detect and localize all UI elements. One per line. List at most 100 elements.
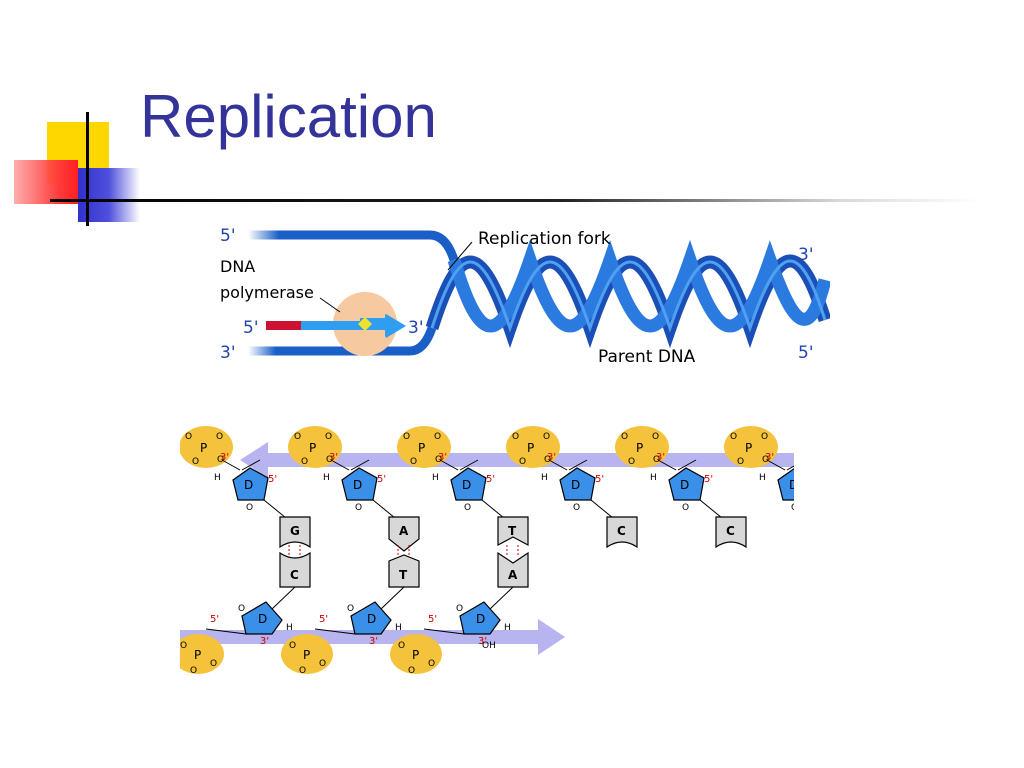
- hydrogen-label: H: [504, 623, 511, 633]
- nucleobase: [388, 516, 420, 552]
- oxygen-label: O: [403, 432, 410, 442]
- oxygen-label: O: [762, 455, 769, 465]
- oxygen-label: O: [428, 659, 435, 669]
- backbone-bond: [314, 628, 356, 635]
- glycosidic-bond: [271, 586, 296, 610]
- backbone-bond: [548, 459, 568, 471]
- oxygen-label: O: [210, 659, 217, 669]
- phosphate-label: P: [194, 648, 201, 662]
- backbone-bond: [677, 459, 697, 471]
- backbone-bond: [766, 459, 786, 471]
- prime-3-label: 3': [478, 636, 487, 647]
- oxygen-label: O: [190, 666, 197, 676]
- phosphate-label: P: [418, 441, 425, 455]
- glycosidic-bond: [590, 499, 614, 519]
- backbone-bond: [205, 628, 247, 635]
- oxygen-label: O: [730, 432, 737, 442]
- base-label: G: [290, 524, 300, 538]
- prime-5-label: 5': [595, 474, 604, 485]
- prime-5-label: 5': [268, 474, 277, 485]
- oxygen-label: O: [180, 641, 187, 651]
- oxygen-label: O: [217, 455, 224, 465]
- oxygen-label: O: [347, 604, 354, 614]
- oxygen-label: O: [355, 503, 362, 513]
- oxygen-label: O: [621, 432, 628, 442]
- nucleobase: [715, 516, 747, 549]
- label-5-new-strand: 5': [243, 318, 259, 338]
- oxygen-label: O: [326, 455, 333, 465]
- sugar-label: D: [476, 612, 485, 626]
- polymerase-leader-line: [319, 297, 341, 313]
- prime-5-label: 5': [319, 614, 328, 625]
- label-3-right: 3': [798, 245, 814, 265]
- hydrogen-label: H: [395, 623, 402, 633]
- oxygen-label: O: [319, 659, 326, 669]
- oxygen-label: O: [652, 432, 659, 442]
- prime-3-label: 3': [220, 452, 229, 463]
- label-dna: DNA: [220, 257, 255, 276]
- title-rule: [50, 199, 980, 202]
- oxygen-label: O: [519, 457, 526, 467]
- phosphate-group: [397, 426, 451, 468]
- backbone-bond: [568, 459, 588, 471]
- top-template-strand: [248, 230, 459, 262]
- prime-3-label: 3': [656, 452, 665, 463]
- oxygen-label: O: [325, 432, 332, 442]
- prime-3-label: 3': [438, 452, 447, 463]
- backbone-bond: [459, 459, 479, 471]
- label-5-top: 5': [220, 226, 236, 246]
- nucleobase: [497, 551, 529, 588]
- hydrogen-label: H: [650, 473, 657, 483]
- base-label: A: [508, 568, 518, 582]
- oxygen-label: O: [791, 503, 795, 513]
- oxygen-label: O: [543, 432, 550, 442]
- backbone-bond: [330, 459, 350, 471]
- deoxyribose-sugar: [350, 601, 392, 635]
- top-strand-arrowhead: [240, 442, 268, 478]
- deoxyribose-sugar: [459, 601, 501, 635]
- deco-vertical-line: [86, 112, 89, 226]
- label-5-right: 5': [798, 343, 814, 363]
- deoxyribose-sugar: [232, 467, 269, 501]
- sugar-label: D: [462, 478, 471, 492]
- prime-3-label: 3': [547, 452, 556, 463]
- glycosidic-bond: [263, 499, 287, 519]
- prime-5-label: 5': [210, 614, 219, 625]
- oxygen-label: O: [408, 666, 415, 676]
- nucleobase: [279, 516, 311, 549]
- oxygen-label: O: [294, 432, 301, 442]
- oxygen-label: O: [434, 432, 441, 442]
- hydrogen-label: H: [541, 473, 548, 483]
- backbone-bond: [439, 459, 459, 471]
- oxygen-label: O: [456, 604, 463, 614]
- phosphate-group: [724, 426, 778, 468]
- sugar-label: D: [258, 612, 267, 626]
- phosphate-label: P: [636, 441, 643, 455]
- oxygen-label: O: [682, 503, 689, 513]
- label-parent-dna: Parent DNA: [598, 347, 696, 367]
- sugar-label: D: [244, 478, 253, 492]
- prime-3-label: 3': [260, 636, 269, 647]
- oxygen-label: O: [299, 666, 306, 676]
- oxygen-label: O: [410, 457, 417, 467]
- prime-5-label: 5': [377, 474, 386, 485]
- phosphate-label: P: [200, 441, 207, 455]
- slide-title: Replication: [140, 83, 437, 150]
- sugar-label: D: [571, 478, 580, 492]
- bottom-strand-arrowhead: [538, 619, 565, 655]
- phosphate-group: [615, 426, 669, 468]
- deoxyribose-sugar: [777, 467, 794, 501]
- phosphate-group: [390, 634, 442, 674]
- nucleobase: [279, 551, 311, 588]
- base-label: T: [399, 568, 408, 582]
- phosphate-label: P: [303, 648, 310, 662]
- phosphate-label: P: [527, 441, 534, 455]
- hydroxyl-label: OH: [482, 641, 496, 651]
- prime-5-label: 5': [428, 614, 437, 625]
- base-label: C: [290, 568, 299, 582]
- oxygen-label: O: [192, 457, 199, 467]
- oxygen-label: O: [464, 503, 471, 513]
- phosphate-group: [180, 634, 224, 674]
- oxygen-label: O: [761, 432, 768, 442]
- prime-5-label: 5': [704, 474, 713, 485]
